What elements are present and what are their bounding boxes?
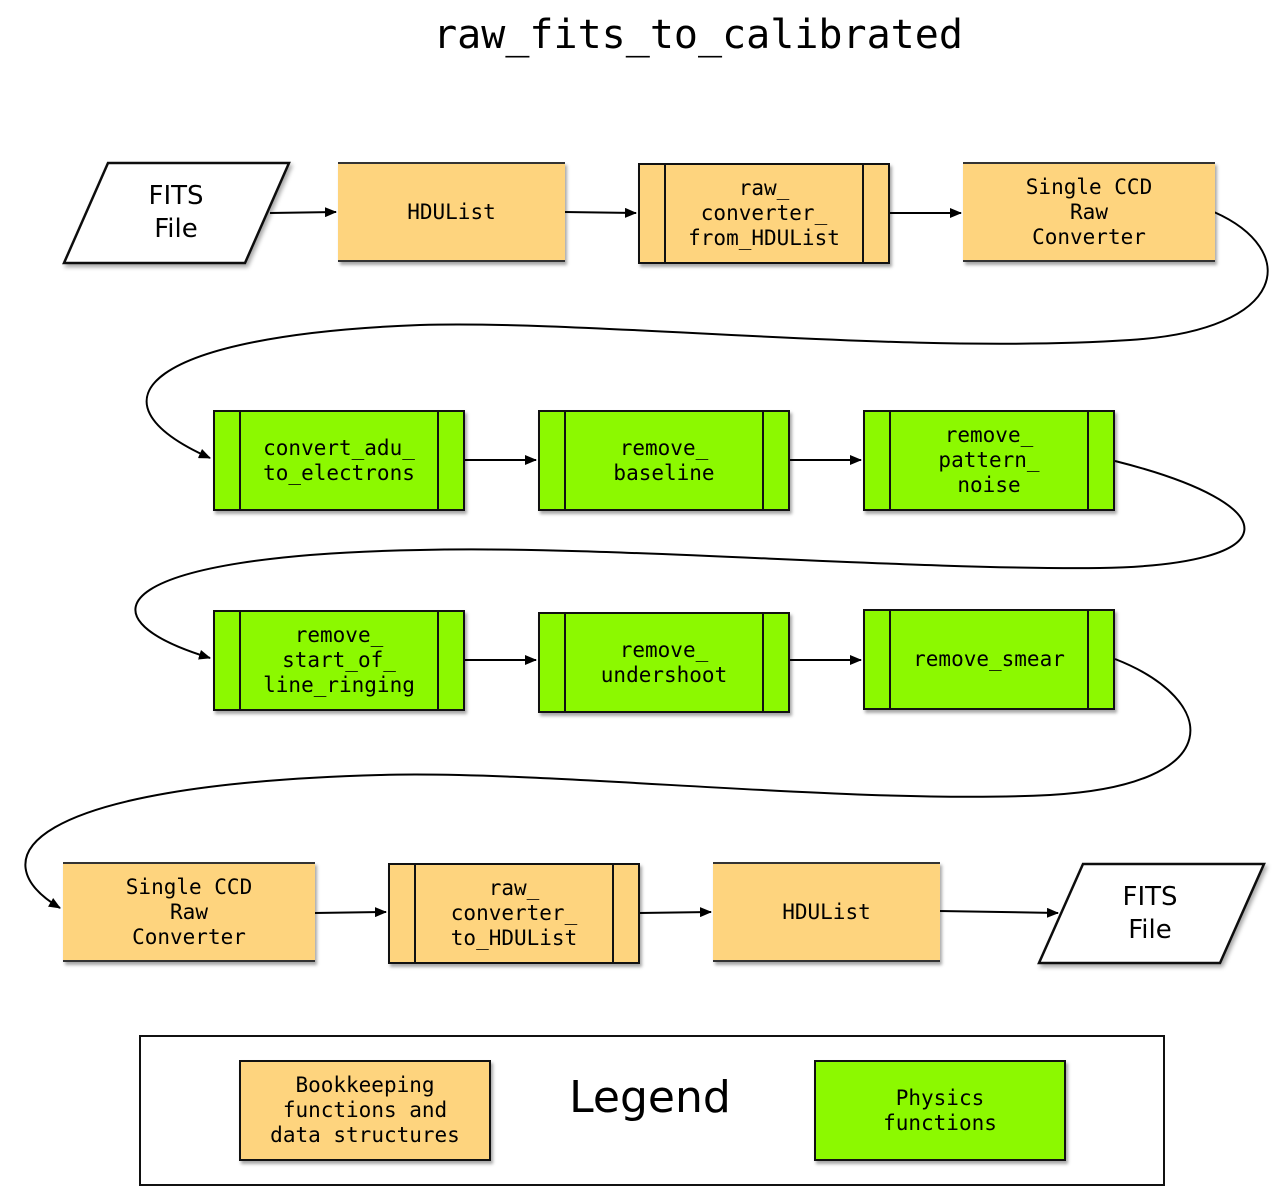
- fits-file-output-label: FITS File: [1122, 882, 1178, 945]
- legend-title: Legend: [569, 1072, 731, 1123]
- hdulist-input-node: HDUList: [338, 162, 565, 262]
- single-ccd-raw-converter-node-2: Single CCD Raw Converter: [63, 862, 315, 962]
- diagram-title: raw_fits_to_calibrated: [433, 12, 963, 58]
- raw-converter-to-hdulist-node: raw_ converter_ to_HDUList: [388, 863, 640, 964]
- fits-file-input-label: FITS File: [148, 181, 204, 244]
- remove-start-of-line-ringing-node: remove_ start_of_ line_ringing: [213, 610, 465, 711]
- arrow-hdulist-to-fits: [938, 907, 1059, 918]
- arrow-raw-converter-to-hdulist: [638, 907, 712, 918]
- arrow-fits-to-hdulist: [269, 207, 337, 218]
- curve-row1-to-row2: [145, 211, 1269, 459]
- legend-bookkeeping-swatch: Bookkeeping functions and data structure…: [239, 1060, 491, 1161]
- remove-pattern-noise-node: remove_ pattern_ noise: [863, 410, 1115, 511]
- curve-row3-to-row4: [24, 658, 1192, 909]
- arrow-single-ccd-to-raw-converter: [313, 907, 387, 918]
- arrow-hdulist-to-raw-converter: [563, 207, 637, 218]
- single-ccd-raw-converter-node-1: Single CCD Raw Converter: [963, 162, 1215, 262]
- fits-file-input-shape: [62, 161, 291, 265]
- raw-converter-from-hdulist-node: raw_ converter_ from_HDUList: [638, 163, 890, 264]
- fits-file-output-shape: [1037, 862, 1266, 965]
- remove-baseline-node: remove_ baseline: [538, 410, 790, 511]
- hdulist-output-node: HDUList: [713, 862, 940, 962]
- curve-row2-to-row3: [134, 460, 1246, 660]
- remove-undershoot-node: remove_ undershoot: [538, 612, 790, 713]
- remove-smear-node: remove_smear: [863, 609, 1115, 710]
- convert-adu-to-electrons-node: convert_adu_ to_electrons: [213, 410, 465, 511]
- legend-physics-swatch: Physics functions: [814, 1060, 1066, 1161]
